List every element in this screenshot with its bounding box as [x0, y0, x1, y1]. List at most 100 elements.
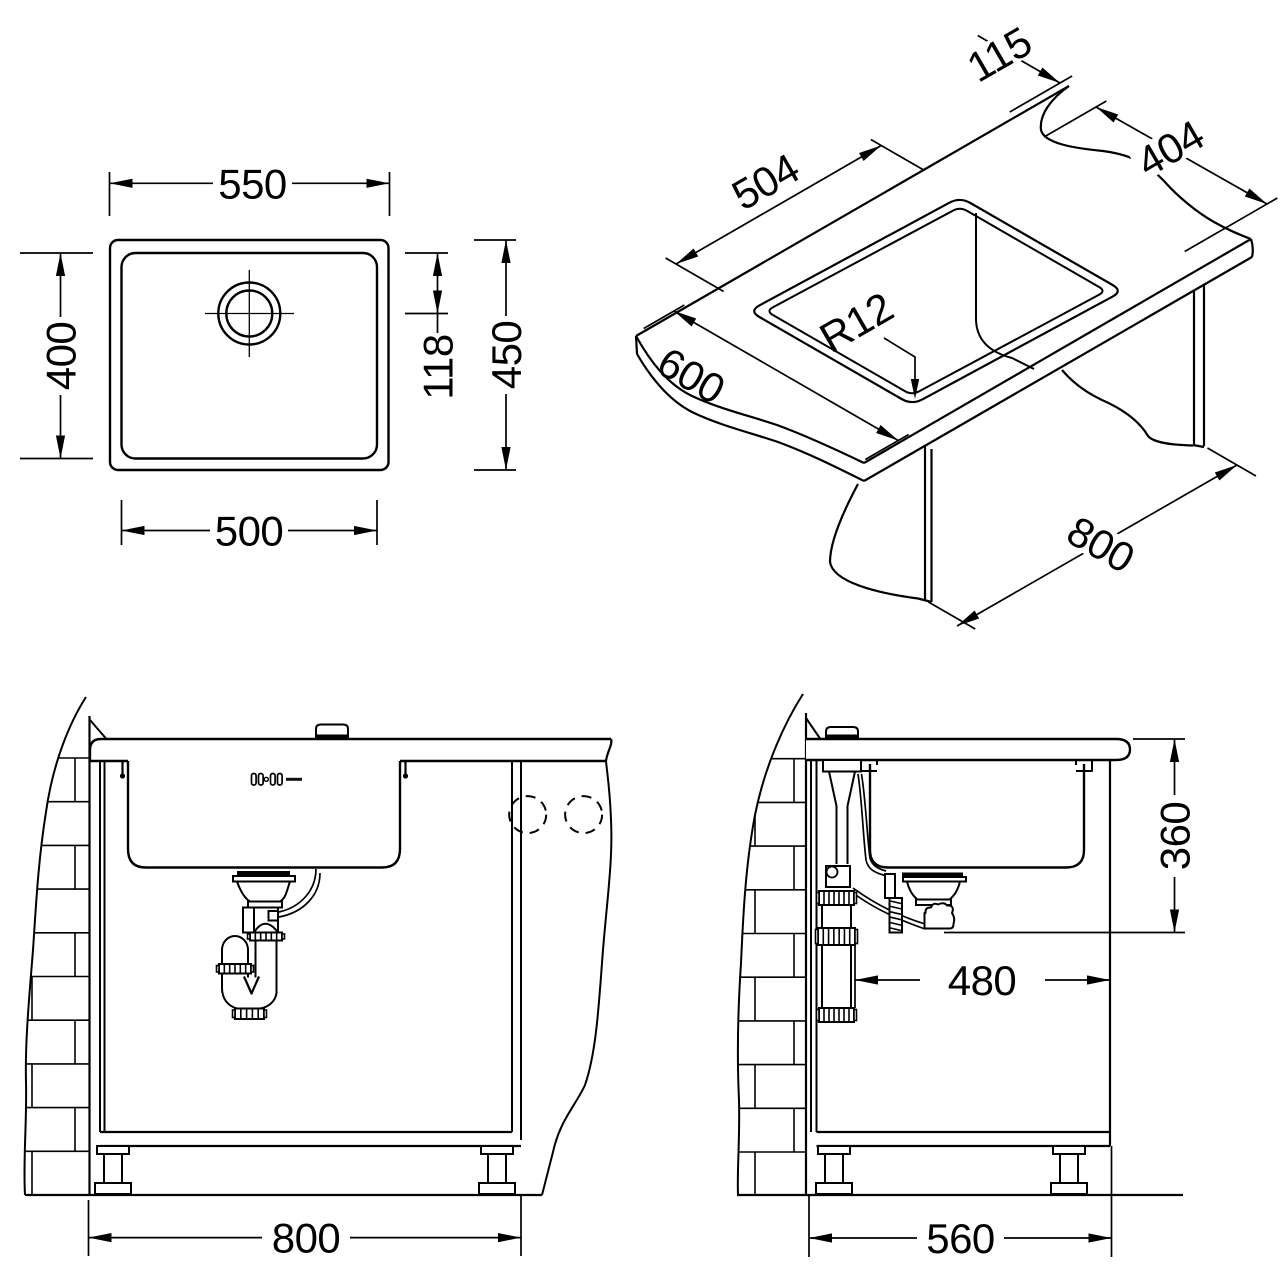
drawing-path: [828, 771, 856, 807]
drawing-rect: [231, 1009, 236, 1019]
view-side-section: 480 360 560: [736, 693, 1199, 1262]
overflow-hose-inner: [278, 872, 321, 918]
overflow-cap-front: [315, 723, 349, 739]
drawing-line: [1009, 75, 1073, 113]
slab-front-bottom-edge: [863, 256, 1253, 482]
dim-arrowhead: [674, 311, 697, 327]
drawing-rect: [237, 871, 290, 876]
drawing-rect: [1059, 1153, 1079, 1184]
drawing-rect: [1052, 1145, 1086, 1155]
view-top-plan: 550 500 400 450 118: [20, 160, 530, 555]
drawing-circle: [263, 776, 269, 782]
drawing-rect: [234, 1007, 265, 1020]
sink-bowl-side: [868, 764, 1086, 869]
drawing-rect: [267, 1220, 345, 1255]
dim-arrowhead: [121, 525, 145, 536]
dim-arrowhead: [432, 253, 443, 276]
dim-arrowhead: [366, 178, 390, 188]
drain-outlet-torn: [923, 902, 956, 930]
dim-560-label: 560: [921, 1215, 1000, 1262]
countertop-front: [90, 739, 612, 761]
dim-arrowhead: [1088, 1233, 1112, 1243]
sink-rim-reveal: [768, 207, 1104, 395]
countertop-front-outline: [88, 737, 611, 761]
dim-arrowhead: [1169, 909, 1180, 933]
dim-arrowhead: [809, 1233, 832, 1243]
drawing-rect: [853, 891, 858, 905]
standpipe-trap: [814, 890, 859, 1023]
drawing-line: [928, 601, 976, 630]
drawing-rect: [814, 928, 819, 945]
dim-arrowhead: [1214, 465, 1237, 481]
drawing-line: [864, 433, 910, 461]
drawing-circle: [119, 773, 126, 779]
slab-torn-edge-left-bottom: [636, 353, 865, 482]
drawing-rect: [1058, 509, 1144, 579]
drawing-rect: [478, 1182, 516, 1195]
dim-480-label-text: 480: [948, 957, 1017, 1004]
dim-560-label-text: 560: [926, 1215, 995, 1262]
dim-arrowhead: [354, 525, 377, 536]
dim-118: 118: [405, 252, 462, 400]
dim-arrowhead: [1087, 975, 1110, 985]
drawing-rect: [267, 910, 279, 922]
drawing-rect: [210, 513, 288, 548]
cabinet-foot: [1050, 1145, 1088, 1195]
strainer-cup-side: [906, 880, 961, 901]
drawing-rect: [96, 1145, 130, 1155]
brand-logo: [250, 772, 302, 786]
panel-right-bottom-edge: [1192, 443, 1205, 449]
drawing-line: [890, 927, 902, 932]
tee-inner-arc: [253, 922, 279, 934]
dim-arrowhead: [88, 1233, 112, 1243]
view-isometric: 504 600 800 115 404 R12: [634, 18, 1278, 630]
drawing-rect: [902, 872, 963, 877]
dim-arrowhead: [55, 253, 66, 276]
dim-arrowhead: [1244, 188, 1267, 204]
drawing-rect: [480, 1145, 514, 1155]
drawing-rect: [269, 772, 276, 786]
wall-top-slant: [805, 717, 821, 740]
cabinet-foot: [94, 1145, 132, 1195]
overflow-hose-a1: [857, 773, 886, 877]
drawing-rect: [487, 1153, 507, 1184]
drain-hose-b2: [852, 892, 926, 930]
drawing-line: [673, 310, 899, 442]
cutout-opening: [753, 198, 1119, 404]
drawing-line: [890, 911, 902, 916]
drawing-rect: [103, 1153, 123, 1184]
dim-550-label-text: 550: [218, 160, 287, 207]
drawing-line: [665, 257, 725, 293]
drawing-rect: [257, 772, 264, 786]
dim-arrowhead: [859, 145, 882, 161]
dim-450-label-text: 450: [483, 321, 530, 390]
drawing-circle: [825, 865, 839, 879]
drain-outline: [205, 270, 294, 357]
dim-360: 360: [944, 738, 1199, 934]
dim-arrowhead: [855, 975, 878, 985]
drain-strainer-side: [902, 872, 967, 930]
dim-arrowhead: [1096, 107, 1119, 123]
dim-360-label: 360: [1152, 797, 1199, 875]
bowl-rim-right: [1075, 760, 1093, 772]
drawing-rect: [853, 1008, 858, 1022]
drawing-rect: [263, 1009, 268, 1019]
drawing-line: [1043, 100, 1107, 138]
overflow-cap-base: [316, 734, 348, 739]
drawing-rect: [246, 933, 251, 940]
dim-400-label: 400: [38, 317, 85, 395]
dim-arrowhead: [498, 1233, 521, 1243]
drawing-rect: [489, 316, 523, 394]
trap-v-notch: [242, 976, 261, 995]
drawing-rect: [921, 1221, 1000, 1255]
drawing-rect: [250, 964, 255, 973]
dim-550: 550: [108, 160, 391, 216]
dim-arrowhead: [501, 240, 511, 263]
drawing-circle: [402, 773, 409, 779]
drawing-rect: [213, 166, 292, 201]
dim-500-label-text: 500: [215, 508, 284, 555]
drawing-rect: [276, 772, 283, 786]
countertop-side-outline: [806, 737, 1132, 762]
drawing-line: [890, 916, 902, 921]
